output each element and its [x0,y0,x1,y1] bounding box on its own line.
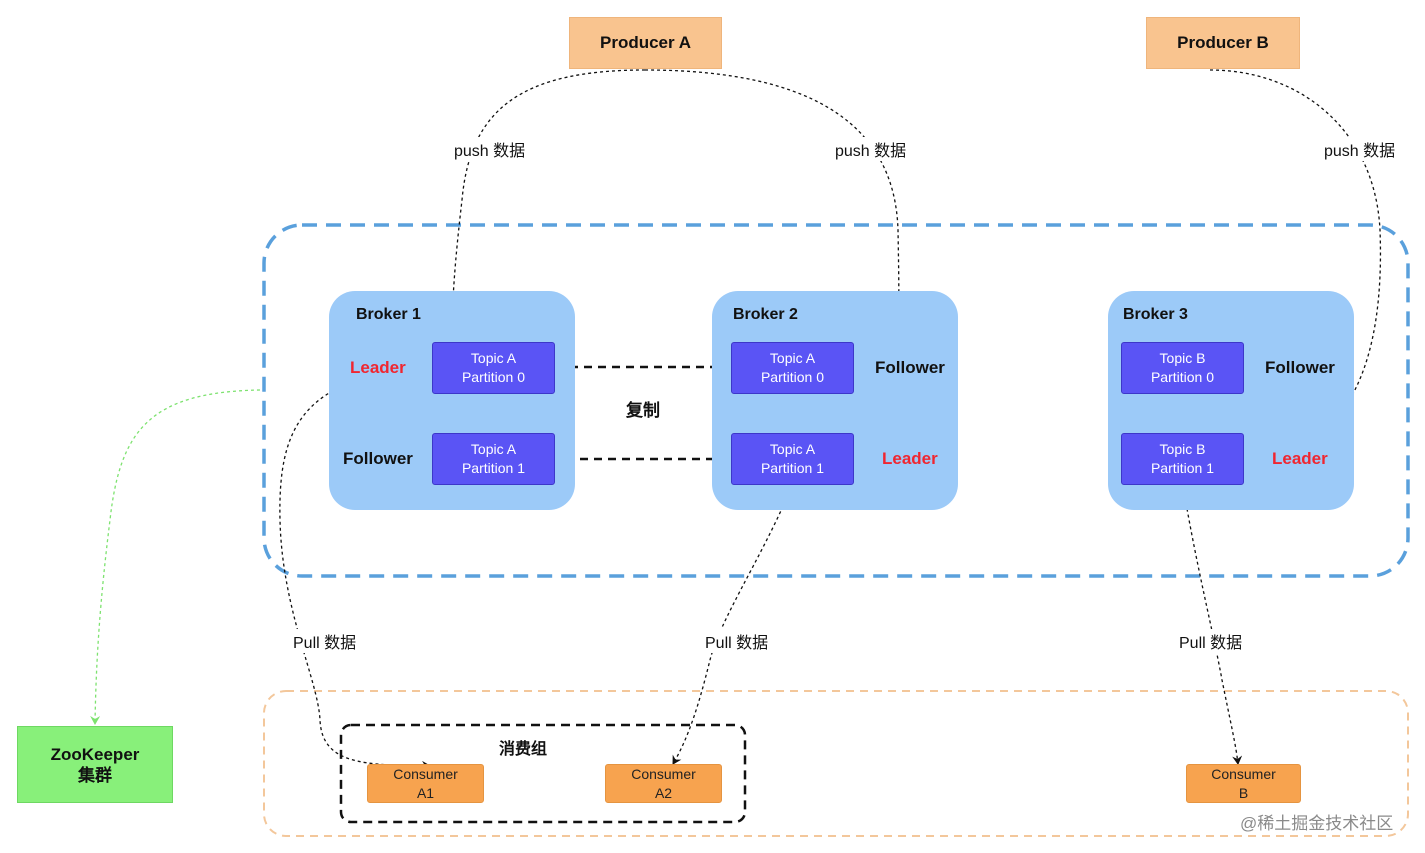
partition-topic: Topic A [769,441,816,457]
partition-number: Partition 0 [461,369,526,385]
broker-2-title: Broker 2 [733,306,798,323]
consumer-group-title: 消费组 [499,741,548,758]
push-line-b [1209,69,1382,464]
replicate-label: 复制 [626,401,660,420]
pull-label-3: Pull 数据 [1178,629,1244,653]
consumer-label: Consumer [393,765,458,782]
partition-topic: Topic A [470,350,517,366]
pull-line-a1 [279,367,433,771]
broker-2-partition-1: Topic A Partition 1 [731,433,854,485]
broker-3-follower-label: Follower [1265,358,1335,377]
broker-1-partition-1: Topic A Partition 1 [432,433,555,485]
zookeeper-name: ZooKeeper [50,744,140,764]
broker-3-partition-1: Topic B Partition 1 [1121,433,1244,485]
zookeeper-cluster: ZooKeeper 集群 [17,726,173,803]
broker-2-follower-label: Follower [875,358,945,377]
pull-label-1: Pull 数据 [292,629,358,653]
pull-label-2: Pull 数据 [704,629,770,653]
partition-number: Partition 0 [1150,369,1215,385]
broker-3-leader-label: Leader [1272,449,1328,468]
kafka-cluster-border [262,223,1410,578]
broker-2-partition-0: Topic A Partition 0 [731,342,854,394]
partition-number: Partition 1 [1150,460,1215,476]
partition-number: Partition 1 [760,460,825,476]
partition-topic: Topic A [470,441,517,457]
producer-a: Producer A [569,17,722,69]
partition-number: Partition 1 [461,460,526,476]
broker-1-partition-0: Topic A Partition 0 [432,342,555,394]
consumer-area-border [263,690,1409,837]
broker-1-follower-label: Follower [343,449,413,468]
partition-number: Partition 0 [760,369,825,385]
pull-line-b [1182,484,1243,765]
consumer-id: A2 [654,784,673,801]
partition-topic: Topic A [769,350,816,366]
consumer-b: Consumer B [1186,764,1301,803]
broker-1-leader-label: Leader [350,358,406,377]
consumer-label: Consumer [631,765,696,782]
broker-3-title: Broker 3 [1123,306,1188,323]
push-label-2: push 数据 [834,137,908,161]
consumer-group-border [339,723,747,824]
producer-b: Producer B [1146,17,1300,69]
push-label-3: push 数据 [1323,137,1397,161]
partition-topic: Topic B [1159,441,1206,457]
broker-1-title: Broker 1 [356,306,421,323]
consumer-a2: Consumer A2 [605,764,722,803]
broker-3-partition-0: Topic B Partition 0 [1121,342,1244,394]
consumer-id: A1 [416,784,435,801]
push-label-1: push 数据 [453,137,527,161]
footer-watermark: @稀土掘金技术社区 [1240,814,1394,833]
consumer-label: Consumer [1211,765,1276,782]
consumer-id: B [1238,784,1249,801]
broker-2-leader-label: Leader [882,449,938,468]
zookeeper-cluster-label: 集群 [78,765,112,785]
zookeeper-link [90,389,261,725]
consumer-a1: Consumer A1 [367,764,484,803]
partition-topic: Topic B [1159,350,1206,366]
